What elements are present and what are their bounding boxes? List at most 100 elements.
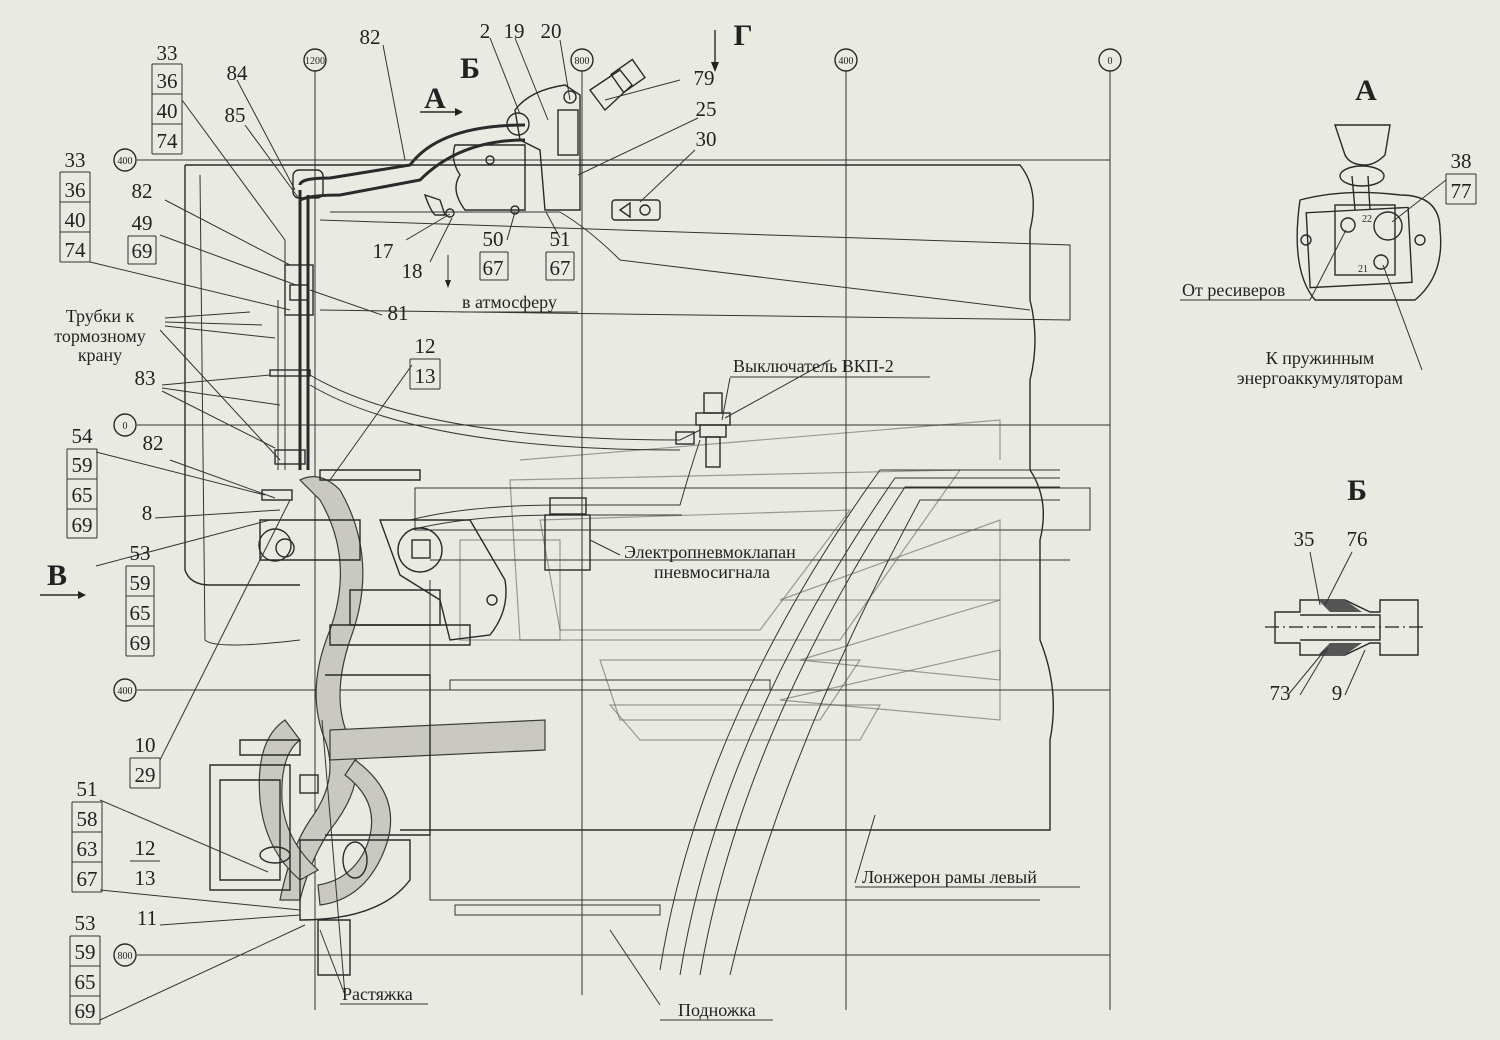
svg-text:800: 800: [118, 951, 133, 962]
callout-9: 9: [1332, 681, 1343, 705]
label-frame-rail-left: Лонжерон рамы левый: [855, 867, 1080, 888]
svg-text:67: 67: [483, 256, 504, 280]
svg-text:Выключатель ВКП-2: Выключатель ВКП-2: [733, 356, 894, 376]
svg-text:40: 40: [157, 99, 178, 123]
svg-text:тормозному: тормозному: [54, 326, 146, 346]
callout-25: 25: [696, 97, 717, 121]
callout-83: 83: [135, 366, 156, 390]
svg-text:36: 36: [157, 69, 178, 93]
svg-text:74: 74: [65, 238, 87, 262]
callout-2: 2: [480, 19, 491, 43]
callout-10: 10 29: [129, 733, 161, 789]
detail-B-leaders: [1287, 551, 1366, 696]
view-arrow-V-label: В: [47, 559, 67, 592]
callout-18: 18: [402, 259, 423, 283]
callout-17: 17: [373, 239, 394, 263]
svg-text:51: 51: [550, 227, 571, 251]
svg-text:53: 53: [130, 541, 151, 565]
callout-12-top: 12 13: [409, 334, 441, 390]
callout-35: 35: [1294, 527, 1315, 551]
svg-text:59: 59: [130, 571, 151, 595]
callout-85: 85: [225, 103, 246, 127]
svg-text:50: 50: [483, 227, 504, 251]
callout-82-mid: 82: [143, 431, 164, 455]
svg-text:13: 13: [135, 866, 156, 890]
callout-30: 30: [696, 127, 717, 151]
label-to-spring-brakes: К пружинным энергоаккумуляторам: [1237, 264, 1423, 388]
view-arrow-G-label: Г: [733, 19, 752, 52]
svg-text:400: 400: [839, 56, 854, 67]
svg-text:77: 77: [1451, 179, 1472, 203]
svg-text:пневмосигнала: пневмосигнала: [654, 562, 770, 582]
svg-text:в атмосферу: в атмосферу: [462, 292, 557, 312]
svg-text:400: 400: [118, 156, 133, 167]
view-arrows: [40, 30, 719, 599]
pipe-routing: [277, 123, 1031, 531]
svg-text:67: 67: [550, 256, 571, 280]
callout-20: 20: [541, 19, 562, 43]
svg-text:74: 74: [157, 129, 179, 153]
svg-text:58: 58: [77, 807, 98, 831]
svg-text:Лонжерон рамы левый: Лонжерон рамы левый: [862, 867, 1037, 887]
svg-text:33: 33: [65, 148, 86, 172]
detail-B-circle: [506, 112, 530, 136]
callout-49: 49 69: [127, 211, 157, 265]
label-from-receivers: От ресиверов: [1180, 229, 1347, 301]
step-arches: [659, 469, 1060, 976]
callout-50: 50 67: [479, 227, 509, 281]
view-arrow-B-label: Б: [460, 52, 480, 85]
callout-53-mid: 53 59 65 69: [125, 541, 155, 657]
leader-lines: [89, 37, 876, 1021]
callout-11: 11: [137, 906, 157, 930]
corrugated-hoses: [258, 476, 546, 906]
callout-51-lower: 51 58 63 67: [71, 777, 103, 893]
callout-82-left: 82: [132, 179, 153, 203]
svg-text:69: 69: [130, 631, 151, 655]
svg-text:энергоаккумуляторам: энергоаккумуляторам: [1237, 368, 1403, 388]
label-switch-vkp2: Выключатель ВКП-2: [730, 356, 930, 378]
axis-mark-400-left: 400: [113, 148, 137, 172]
callout-81: 81: [388, 301, 409, 325]
brake-valve-group: [292, 58, 661, 221]
svg-text:0: 0: [1108, 56, 1113, 67]
callout-82-top: 82: [360, 25, 381, 49]
callout-84: 84: [227, 61, 249, 85]
callout-33b: 33 36 40 74: [59, 148, 91, 263]
callout-76: 76: [1347, 527, 1368, 551]
switch-vkp2: [675, 392, 731, 468]
vertical-pipe-clamps: [261, 264, 314, 501]
svg-text:400: 400: [118, 686, 133, 697]
svg-text:36: 36: [65, 178, 86, 202]
detail-B: Б: [1265, 474, 1425, 656]
svg-text:59: 59: [75, 940, 96, 964]
callout-53-lower: 53 59 65 69: [69, 911, 101, 1025]
label-tubes-to-brake-valve: Трубки к тормозному крану: [54, 306, 146, 365]
callout-79: 79: [694, 66, 715, 90]
svg-text:59: 59: [72, 453, 93, 477]
svg-text:0: 0: [123, 421, 128, 432]
svg-text:К пружинным: К пружинным: [1266, 348, 1374, 368]
callout-12-lower: 12 13: [130, 836, 160, 890]
callout-51-top: 51 67: [545, 227, 575, 281]
axis-mark-1200: 1200: [303, 48, 327, 72]
svg-text:65: 65: [130, 601, 151, 625]
callout-33a: 33 36 40 74: [151, 41, 183, 155]
detail-B-title: Б: [1347, 474, 1367, 507]
svg-text:38: 38: [1451, 149, 1472, 173]
svg-text:65: 65: [72, 483, 93, 507]
label-to-atmosphere: в атмосферу: [460, 292, 578, 313]
svg-text:65: 65: [75, 970, 96, 994]
axis-mark-400-top: 400: [834, 48, 858, 72]
svg-text:63: 63: [77, 837, 98, 861]
svg-text:800: 800: [575, 56, 590, 67]
svg-text:1200: 1200: [305, 56, 325, 67]
svg-text:Электропневмоклапан: Электропневмоклапан: [624, 542, 796, 562]
detail-A-title: А: [1355, 74, 1377, 107]
svg-text:54: 54: [72, 424, 94, 448]
svg-text:69: 69: [72, 513, 93, 537]
label-step: Подножка: [660, 1000, 773, 1021]
svg-text:49: 49: [132, 211, 153, 235]
svg-text:Растяжка: Растяжка: [342, 984, 413, 1004]
svg-text:От ресиверов: От ресиверов: [1182, 280, 1285, 300]
svg-text:33: 33: [157, 41, 178, 65]
